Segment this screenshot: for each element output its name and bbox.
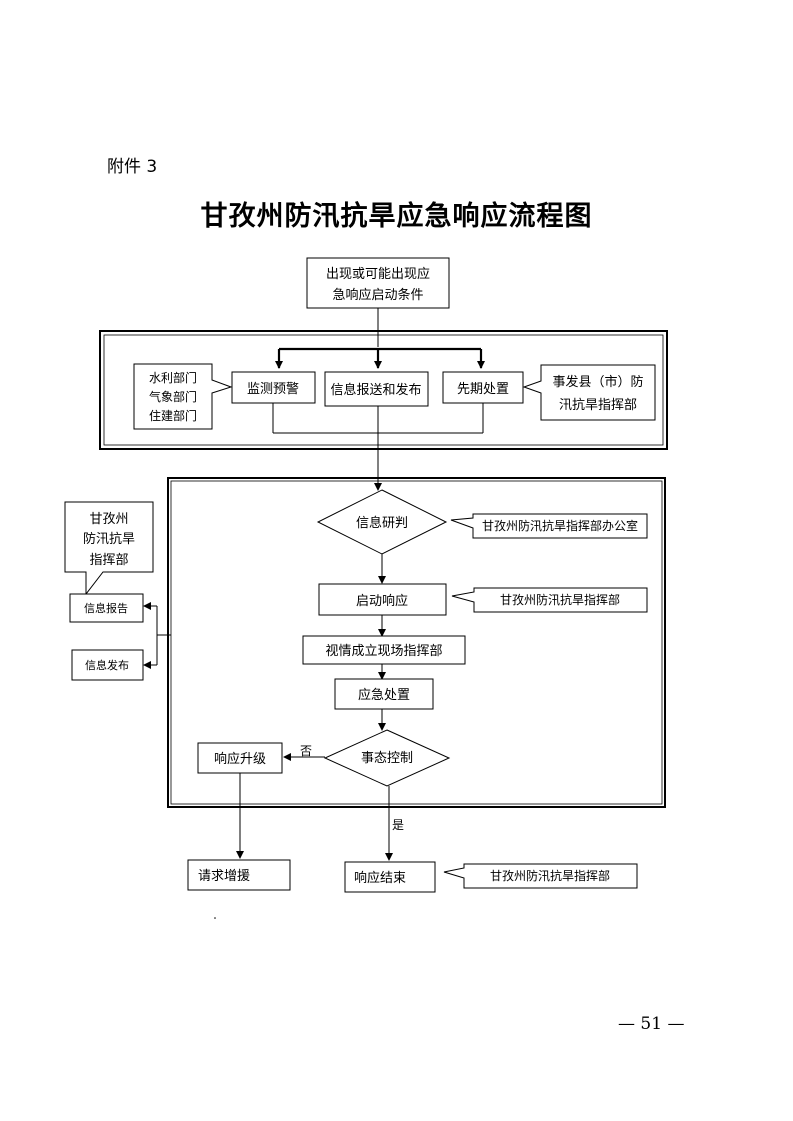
start-response-box: 启动响应	[318, 583, 447, 616]
monitoring-warning-box: 监测预警	[231, 371, 316, 404]
info-release-box: 信息发布	[71, 649, 144, 681]
hq-callout-2: 甘孜州防汛抗旱指挥部	[443, 863, 638, 889]
situation-control-decision: 事态控制	[323, 729, 451, 787]
info-study-label: 信息研判	[356, 515, 408, 531]
emergency-disposal-box: 应急处置	[334, 678, 434, 710]
hq-callout-2-label: 甘孜州防汛抗旱指挥部	[490, 868, 610, 883]
prefecture-hq-line-1: 甘孜州	[89, 512, 128, 527]
site-command-box: 视情成立现场指挥部	[302, 635, 466, 665]
start-condition-box: 出现或可能出现应 急响应启动条件	[306, 257, 450, 309]
info-report-label: 信息报告	[84, 601, 128, 615]
start-response-label: 启动响应	[356, 593, 408, 609]
site-command-label: 视情成立现场指挥部	[325, 644, 442, 659]
monitoring-warning-label: 监测预警	[247, 381, 299, 397]
hq-office-label: 甘孜州防汛抗旱指挥部办公室	[482, 518, 638, 533]
report-release-label: 信息报送和发布	[330, 382, 421, 398]
hq-callout-1: 甘孜州防汛抗旱指挥部	[451, 587, 648, 613]
dept-line-1: 水利部门	[149, 370, 197, 385]
hq-callout-1-label: 甘孜州防汛抗旱指挥部	[500, 592, 620, 607]
yes-label: 是	[392, 818, 404, 832]
stray-dot	[214, 917, 216, 919]
info-study-decision: 信息研判	[316, 489, 448, 555]
departments-callout: 水利部门 气象部门 住建部门	[133, 363, 233, 430]
county-hq-callout: 事发县（市）防 汛抗旱指挥部	[522, 364, 656, 421]
no-label: 否	[300, 744, 312, 758]
upgrade-label: 响应升级	[214, 751, 266, 767]
hq-office-callout: 甘孜州防汛抗旱指挥部办公室	[450, 513, 648, 539]
attachment-label: 附件 3	[107, 157, 158, 177]
info-report-box: 信息报告	[69, 593, 144, 623]
request-support-box: 请求增援	[187, 859, 291, 891]
info-release-label: 信息发布	[85, 658, 129, 672]
emergency-disposal-label: 应急处置	[358, 687, 410, 703]
connectors	[143, 308, 485, 861]
page-title: 甘孜州防汛抗旱应急响应流程图	[200, 201, 593, 232]
start-condition-line-2: 急响应启动条件	[332, 287, 423, 303]
early-disposal-box: 先期处置	[442, 371, 524, 404]
page-number: — 51 —	[618, 1014, 685, 1034]
end-response-label: 响应结束	[354, 870, 406, 886]
request-support-label: 请求增援	[198, 869, 250, 884]
county-hq-line-1: 事发县（市）防	[552, 374, 643, 390]
dept-line-3: 住建部门	[149, 408, 197, 423]
prefecture-hq-callout: 甘孜州 防汛抗旱 指挥部	[64, 501, 154, 596]
situation-control-label: 事态控制	[361, 751, 413, 766]
start-condition-line-1: 出现或可能出现应	[326, 266, 430, 282]
county-hq-line-2: 汛抗旱指挥部	[559, 398, 637, 413]
early-disposal-label: 先期处置	[457, 382, 509, 397]
dept-line-2: 气象部门	[149, 389, 197, 404]
end-response-box: 响应结束	[344, 861, 436, 893]
top-frame	[99, 330, 668, 450]
prefecture-hq-line-3: 指挥部	[89, 553, 128, 568]
prefecture-hq-line-2: 防汛抗旱	[83, 531, 135, 547]
upgrade-box: 响应升级	[197, 742, 283, 774]
report-release-box: 信息报送和发布	[324, 371, 429, 407]
main-frame	[167, 477, 666, 808]
